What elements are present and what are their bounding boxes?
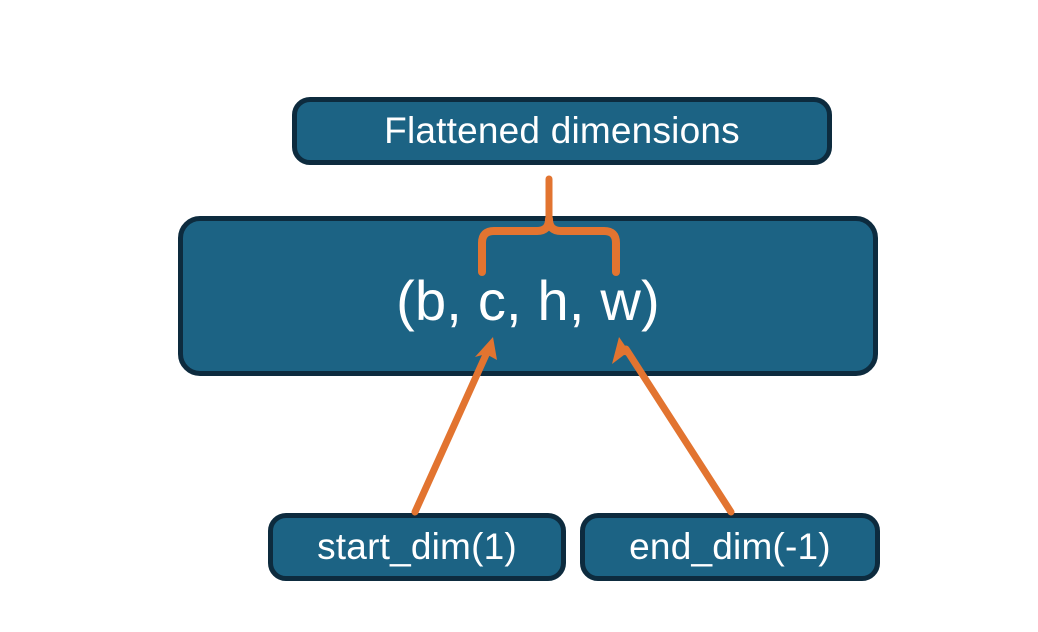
start-dim-label: start_dim(1) xyxy=(317,526,517,567)
tensor-shape-node[interactable]: (b, c, h, w) xyxy=(178,216,878,376)
start-dim-node[interactable]: start_dim(1) xyxy=(268,513,566,581)
tensor-shape-label: (b, c, h, w) xyxy=(396,269,660,332)
end-dim-label: end_dim(-1) xyxy=(629,526,831,567)
flattened-dimensions-node[interactable]: Flattened dimensions xyxy=(292,97,832,165)
end-dim-node[interactable]: end_dim(-1) xyxy=(580,513,880,581)
flattened-dimensions-label: Flattened dimensions xyxy=(384,110,740,151)
